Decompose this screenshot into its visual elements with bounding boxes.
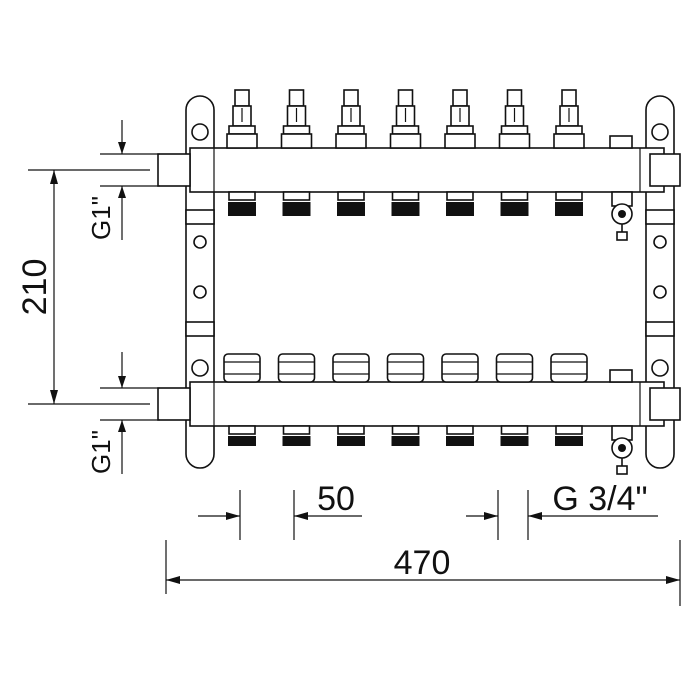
flowmeter	[335, 89, 367, 149]
outlet-thread-label: G 3/4"	[552, 480, 647, 518]
return-air-vent-valve	[609, 369, 633, 475]
outlet-spacing-label: 50	[317, 480, 355, 518]
dimension-outlet-thread: G 3/4"	[466, 480, 658, 540]
dimension-height: 210	[16, 169, 150, 405]
return-outlet	[555, 425, 583, 446]
return-valve-cap	[495, 353, 534, 383]
dimension-overall-width: 470	[165, 540, 681, 606]
return-outlet-row	[228, 425, 583, 446]
supply-outlet	[555, 191, 583, 216]
return-outlet	[446, 425, 474, 446]
return-rail	[157, 381, 681, 427]
supply-outlet	[337, 191, 365, 216]
return-valve-cap	[332, 353, 370, 383]
dimension-thread-bottom: G1"	[86, 352, 160, 474]
supply-outlet-row	[228, 191, 583, 216]
supply-outlet	[446, 191, 474, 216]
overall-width-label: 470	[394, 544, 451, 582]
return-valve-cap	[550, 353, 588, 383]
flowmeter	[389, 89, 422, 149]
flowmeter	[553, 89, 585, 149]
thread-bottom-label: G1"	[86, 430, 116, 474]
return-valve-cap	[441, 353, 479, 383]
flowmeter	[226, 89, 258, 149]
return-valve-cap	[386, 353, 425, 383]
thread-top-label: G1"	[86, 196, 116, 240]
return-valve-cap	[277, 353, 316, 383]
return-outlet	[228, 425, 256, 446]
supply-outlet	[282, 191, 311, 216]
return-valve-cap	[223, 353, 261, 383]
flowmeter	[498, 89, 531, 149]
supply-rail	[157, 147, 681, 193]
dimension-outlet-spacing: 50	[198, 480, 362, 540]
return-outlet	[500, 425, 529, 446]
supply-outlet	[228, 191, 256, 216]
return-outlet	[282, 425, 311, 446]
supply-outlet	[500, 191, 529, 216]
supply-outlet	[391, 191, 420, 216]
return-outlet	[391, 425, 420, 446]
return-valve-cap-row	[223, 353, 588, 383]
flowmeter	[280, 89, 313, 149]
return-outlet	[337, 425, 365, 446]
dimension-thread-top: G1"	[86, 120, 160, 240]
supply-air-vent-valve	[609, 135, 633, 241]
flowmeter-row	[226, 89, 585, 149]
flowmeter	[444, 89, 476, 149]
height-dimension-label: 210	[16, 259, 54, 316]
